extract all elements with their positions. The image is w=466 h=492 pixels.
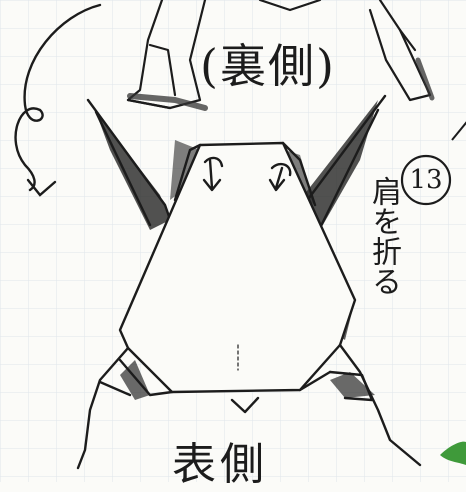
green-mark (440, 441, 466, 465)
back-side-figure (126, 0, 435, 111)
step-number: 13 (409, 165, 443, 195)
front-side-label: 表側 (172, 439, 268, 490)
front-side-figure (76, 94, 422, 470)
curved-arrow-icon (14, 3, 102, 197)
back-side-label: (裏側) (200, 39, 336, 93)
step-circle (400, 154, 452, 206)
fold-arrow-left-icon (202, 158, 222, 192)
fold-instruction-note: 肩を折る (366, 176, 401, 296)
fold-arrow-right-icon (268, 166, 286, 192)
diagram-drawing (0, 0, 466, 482)
